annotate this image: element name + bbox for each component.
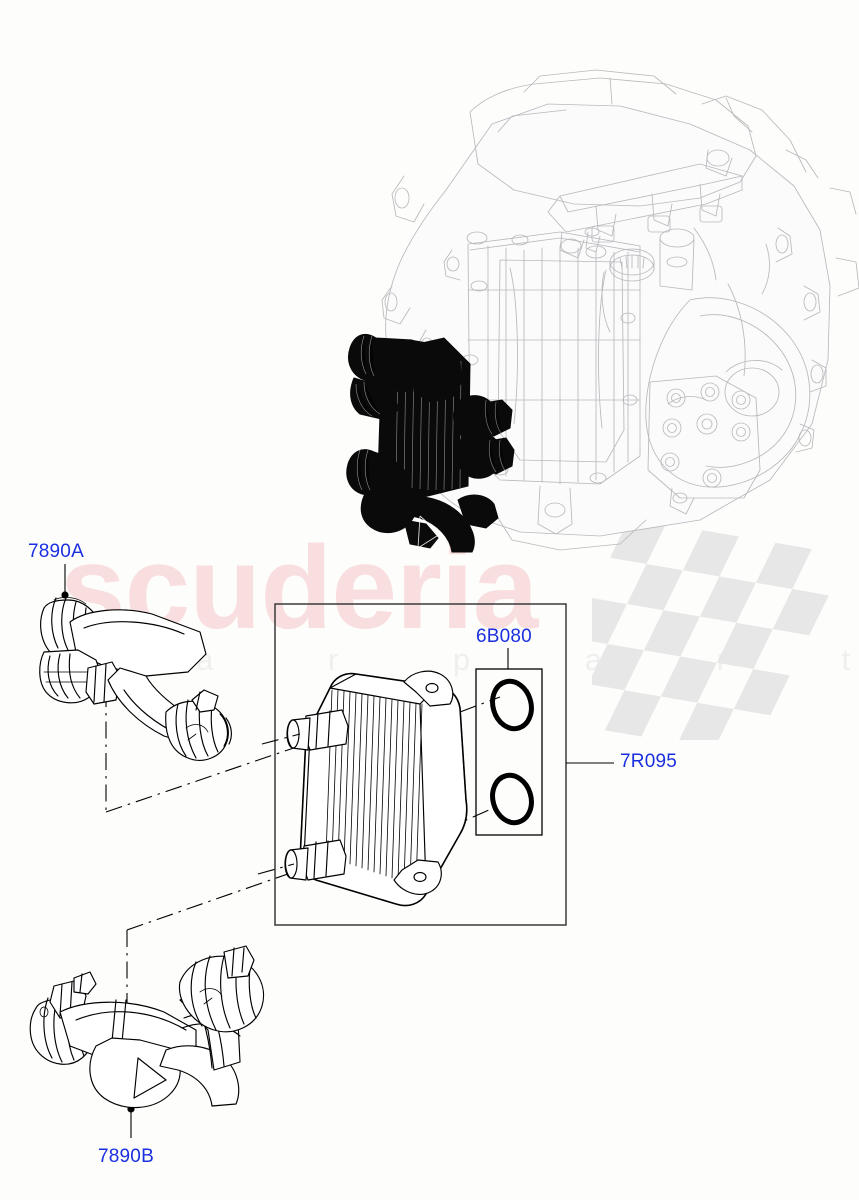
o-ring-lower <box>490 772 534 826</box>
callout-label-7R095[interactable]: 7R095 <box>620 751 677 772</box>
cooler-group-box <box>274 603 567 926</box>
seal-group-box <box>475 668 543 836</box>
construction-line-upper-diagonal <box>105 738 321 813</box>
callout-label-7890B[interactable]: 7890B <box>98 1146 154 1167</box>
construction-line-lower-diagonal <box>126 867 306 931</box>
o-ring-upper <box>490 678 534 732</box>
callout-label-7890A[interactable]: 7890A <box>28 541 84 562</box>
seals-6B080 <box>490 678 534 826</box>
leader-dot-7890A <box>61 591 69 599</box>
oil-cooler-7R095 <box>257 670 468 907</box>
callout-label-6B080[interactable]: 6B080 <box>476 626 532 647</box>
hose-upper-7890A <box>39 596 232 761</box>
hose-lower-7890B <box>29 945 264 1109</box>
